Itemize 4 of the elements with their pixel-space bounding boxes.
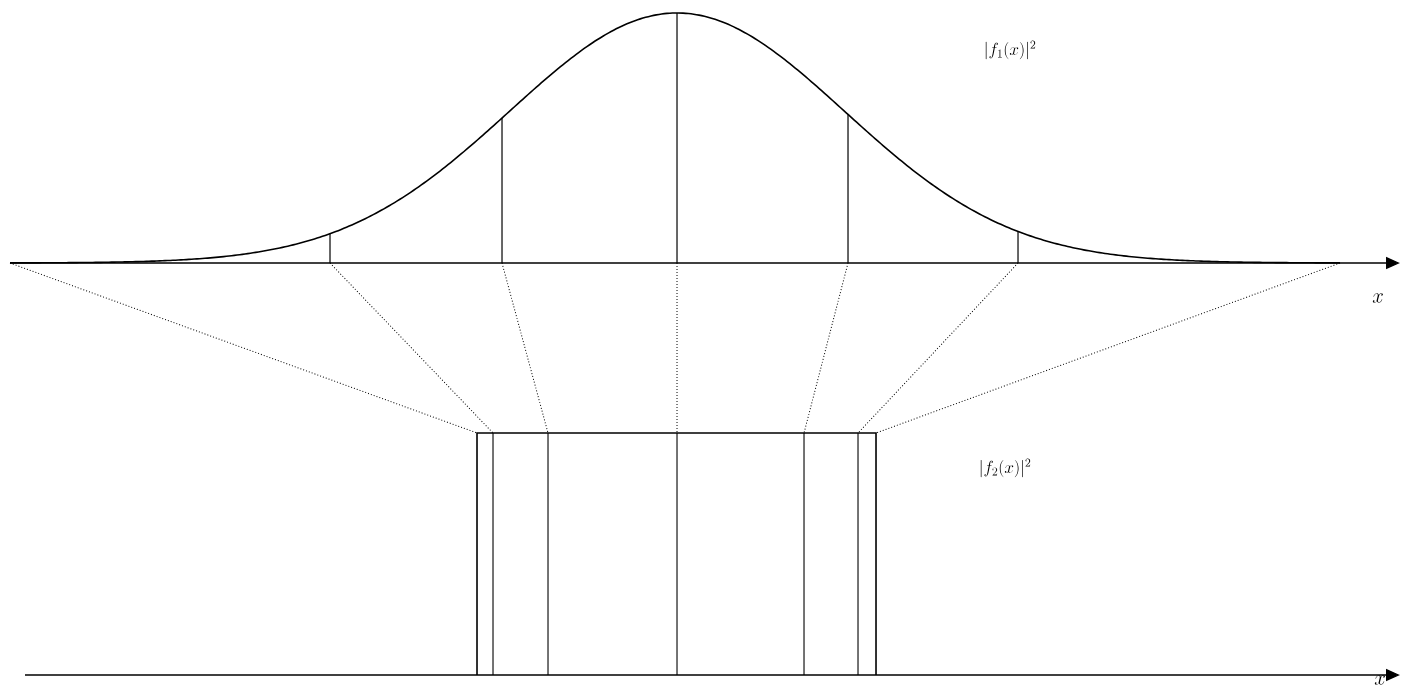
formula-label: $|f_{2}(x)|^{2}$ — [980, 458, 1031, 478]
axis-label: $x$ — [1372, 293, 1383, 303]
axis-label: $x$ — [1374, 675, 1385, 685]
formula-label: $|f_{1}(x)|^{2}$ — [985, 40, 1036, 60]
